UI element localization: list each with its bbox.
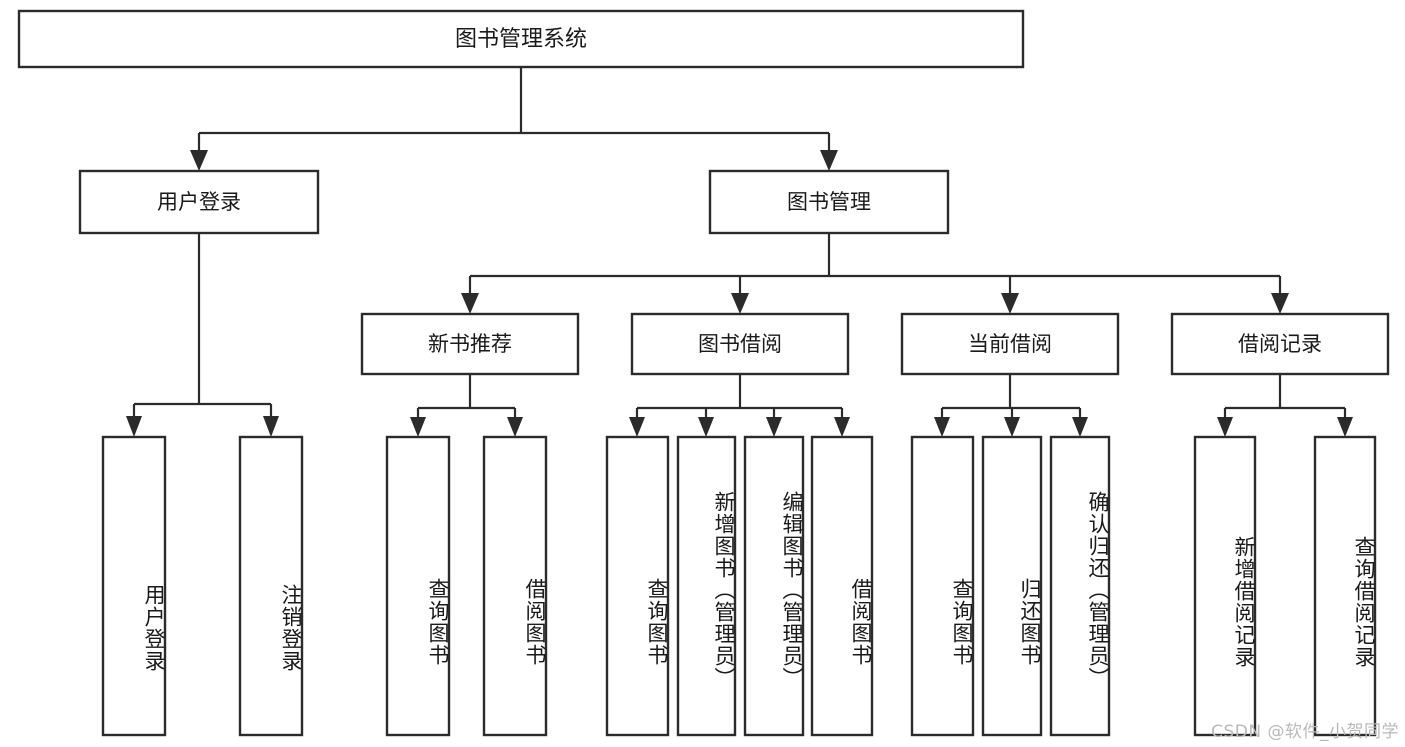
node-label-root: 图书管理系统 (455, 27, 587, 52)
arrow-head-icon (834, 417, 850, 437)
connector-root-to-level2 (190, 67, 838, 171)
node-leaf-query-books-current[interactable] (910, 435, 975, 737)
node-box (676, 435, 737, 737)
node-label-current-borrow: 当前借阅 (968, 332, 1052, 356)
node-leaf-query-books-rec[interactable] (385, 435, 451, 737)
node-leaf-query-borrow-record[interactable] (1313, 435, 1377, 737)
connector-currentborrow-to-leaves (934, 374, 1088, 437)
arrow-head-icon (629, 417, 645, 437)
node-label-user-login: 用户登录 (157, 190, 241, 214)
arrow-head-icon (766, 417, 782, 437)
node-box (385, 435, 451, 737)
node-box (1313, 435, 1377, 737)
node-leaf-confirm-return-admin[interactable] (1049, 435, 1111, 737)
node-box (1193, 435, 1257, 737)
node-box (708, 169, 950, 235)
arrow-head-icon (126, 416, 142, 437)
node-box (605, 435, 670, 737)
node-box (1170, 312, 1390, 376)
node-leaf-borrow-books-borrow[interactable] (810, 435, 874, 737)
arrow-head-icon (190, 150, 208, 171)
arrow-head-icon (263, 416, 279, 437)
arrow-head-icon (1271, 293, 1289, 314)
node-leaf-query-books-borrow[interactable] (605, 435, 670, 737)
connector-newbook-to-leaves (410, 374, 523, 437)
connector-bookmgmt-to-level3 (461, 233, 1289, 314)
arrow-head-icon (507, 417, 523, 437)
connector-borrowrecord-to-leaves (1217, 374, 1353, 437)
connector-bookborrow-to-leaves (629, 374, 850, 437)
node-box (17, 9, 1025, 69)
node-user-login[interactable]: 用户登录 (78, 169, 320, 235)
node-box (238, 435, 304, 737)
node-leaf-add-book-admin[interactable] (676, 435, 737, 737)
node-leaf-add-borrow-record[interactable] (1193, 435, 1257, 737)
node-leaf-edit-book-admin[interactable] (743, 435, 805, 737)
arrow-head-icon (1217, 417, 1233, 437)
node-new-book-recommend[interactable]: 新书推荐 (360, 312, 580, 376)
csdn-watermark: CSDN @软件_小贺同学 (1211, 722, 1399, 742)
node-leaf-borrow-books-rec[interactable] (482, 435, 548, 737)
node-box (78, 169, 320, 235)
node-current-borrow[interactable]: 当前借阅 (900, 312, 1120, 376)
arrow-head-icon (1072, 417, 1088, 437)
arrow-head-icon (461, 293, 479, 314)
node-box (810, 435, 874, 737)
arrow-head-icon (1001, 293, 1019, 314)
node-box (981, 435, 1043, 737)
connector-userlogin-to-leaves (126, 233, 279, 437)
arrow-head-icon (698, 417, 714, 437)
node-leaf-return-books[interactable] (981, 435, 1043, 737)
node-label-book-borrow: 图书借阅 (698, 332, 782, 356)
node-box (1049, 435, 1111, 737)
node-label-new-book-recommend: 新书推荐 (428, 332, 512, 356)
node-box (743, 435, 805, 737)
node-box (360, 312, 580, 376)
arrow-head-icon (820, 150, 838, 171)
node-root-system[interactable]: 图书管理系统 (17, 9, 1025, 69)
node-label-book-management: 图书管理 (787, 190, 871, 214)
node-book-borrow[interactable]: 图书借阅 (630, 312, 850, 376)
arrow-head-icon (934, 417, 950, 437)
node-leaf-logout[interactable] (238, 435, 304, 737)
node-label-borrow-record: 借阅记录 (1238, 332, 1322, 356)
node-box (101, 435, 167, 737)
node-box (482, 435, 548, 737)
arrow-head-icon (1337, 417, 1353, 437)
node-borrow-record[interactable]: 借阅记录 (1170, 312, 1390, 376)
node-book-management[interactable]: 图书管理 (708, 169, 950, 235)
node-leaf-user-login[interactable] (101, 435, 167, 737)
arrow-head-icon (410, 417, 426, 437)
arrow-head-icon (1004, 417, 1020, 437)
arrow-head-icon (731, 293, 749, 314)
node-box (910, 435, 975, 737)
node-box (900, 312, 1120, 376)
node-box (630, 312, 850, 376)
